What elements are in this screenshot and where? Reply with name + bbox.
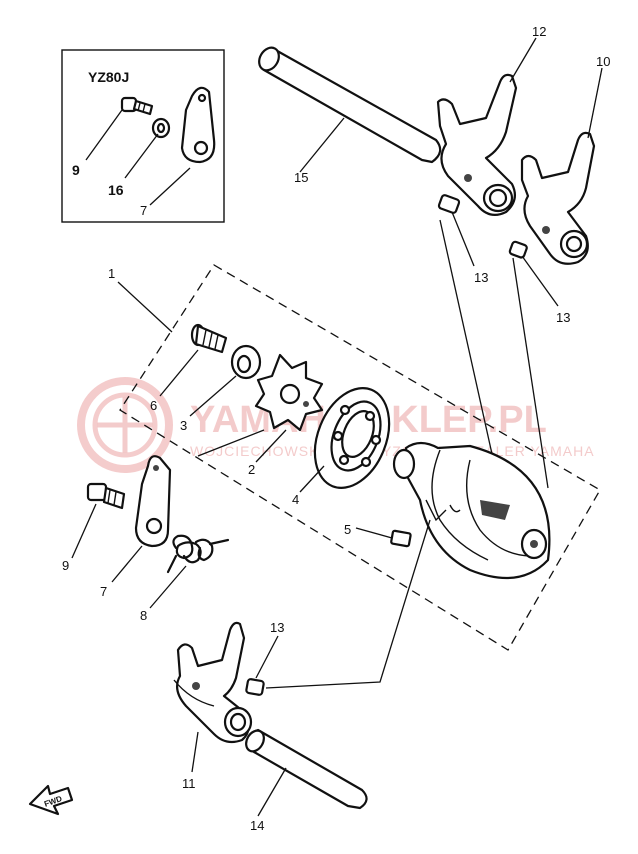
guide-pin-upper-icon [437, 194, 461, 214]
stopper-lever-icon [134, 455, 172, 548]
bearing-icon [313, 387, 391, 489]
shift-drum-icon [392, 441, 551, 580]
callout-5: 5 [344, 522, 351, 537]
callout-12: 12 [532, 24, 546, 39]
bolt-icon [86, 482, 126, 510]
collar-icon [230, 344, 262, 380]
callout-8: 8 [140, 608, 147, 623]
guide-pin-lower-icon [245, 678, 265, 696]
shift-fork-11-icon [173, 621, 253, 744]
callout-9-inset: 9 [72, 162, 80, 178]
callout-7: 7 [100, 584, 107, 599]
callout-numbers: 12 10 15 13 13 1 6 3 2 4 5 9 7 8 13 11 1… [62, 24, 610, 833]
fwd-arrow-icon: FWD [28, 784, 74, 816]
callout-13-lower: 13 [270, 620, 284, 635]
inset-washer-icon [151, 117, 171, 139]
shift-fork-10-icon [520, 131, 596, 265]
fork-shaft-lower-icon [245, 728, 368, 810]
callout-16-inset: 16 [108, 182, 124, 198]
dowel-pin-icon [390, 529, 412, 548]
inset-stopper-lever-icon [180, 86, 216, 164]
callout-6: 6 [150, 398, 157, 413]
screw-icon [190, 323, 228, 354]
callout-7-inset: 7 [140, 203, 147, 218]
callout-10: 10 [596, 54, 610, 69]
callout-11: 11 [182, 776, 196, 791]
callout-leaders [71, 37, 603, 817]
torsion-spring-icon [166, 534, 230, 574]
guide-pin-right-icon [508, 240, 528, 259]
shift-cam-segment-icon [254, 353, 324, 432]
inset-model-label: YZ80J [88, 69, 129, 85]
watermark-subtitle: WOJCIECHOWSKI AUTORYZOWANY DEALER YAMAHA [190, 443, 595, 459]
callout-14: 14 [250, 818, 264, 833]
callout-9: 9 [62, 558, 69, 573]
callout-3: 3 [180, 418, 187, 433]
watermark-logo-icon [77, 377, 173, 473]
shift-fork-12-icon [436, 73, 518, 217]
callout-13-right: 13 [556, 310, 570, 325]
callout-15: 15 [294, 170, 308, 185]
callout-4: 4 [292, 492, 299, 507]
callout-1: 1 [108, 266, 115, 281]
fork-shaft-upper-icon [258, 46, 442, 164]
callout-13-upper: 13 [474, 270, 488, 285]
assembly-boundary [119, 264, 601, 651]
inset-box: YZ80J 9 16 7 [61, 49, 225, 223]
inset-bolt-icon [120, 96, 154, 116]
callout-2: 2 [248, 462, 255, 477]
